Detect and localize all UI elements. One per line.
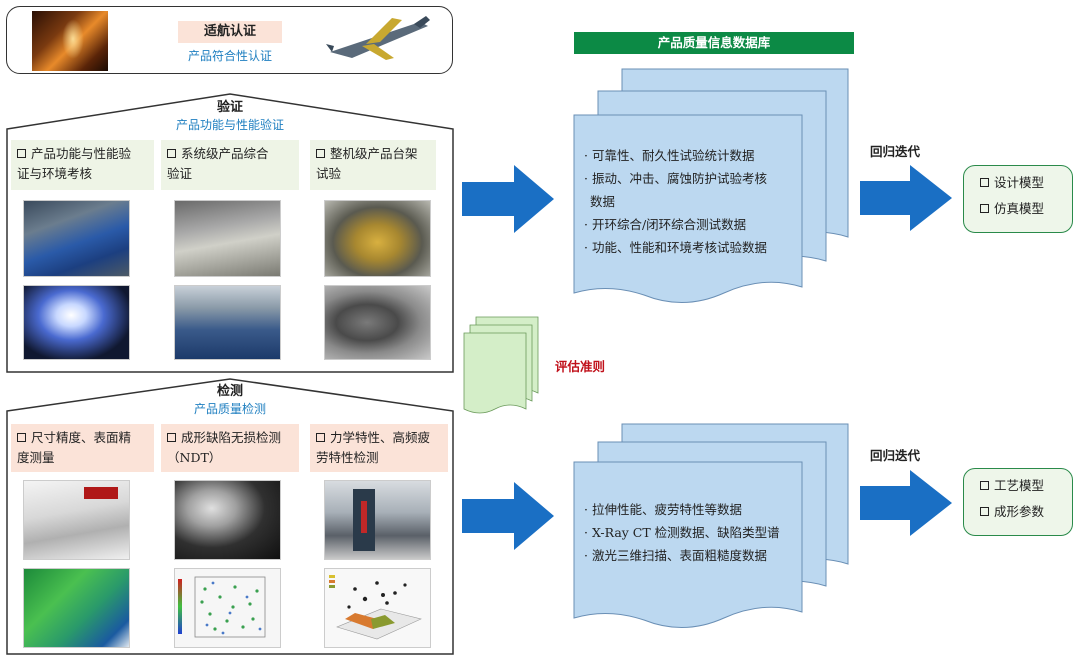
lower-data-list: · 拉伸性能、疲劳特性等数据 · X-Ray CT 检测数据、缺陷类型谱 · 激… <box>584 498 814 567</box>
upper-output-box: 设计模型 仿真模型 <box>963 165 1073 233</box>
inspection-to-db-arrow <box>462 482 554 550</box>
engine-test-photo <box>324 285 431 360</box>
output-forming-parameters: 成形参数 <box>980 499 1056 525</box>
aircraft-icon <box>326 16 430 60</box>
inspection-item-1: 尺寸精度、表面精 度测量 <box>11 424 154 472</box>
item-line2: 证与环境考核 <box>17 166 93 181</box>
lower-data-item: · X-Ray CT 检测数据、缺陷类型谱 <box>584 525 780 540</box>
certification-title: 适航认证 <box>178 21 282 43</box>
item-line2: 劳特性检测 <box>316 450 379 465</box>
checkbox-icon <box>17 149 26 158</box>
inspection-item-2: 成形缺陷无损检测 （NDT） <box>161 424 299 472</box>
upper-iteration-label: 回归迭代 <box>870 144 921 159</box>
ct-scanner-photo <box>174 480 281 560</box>
checkbox-icon <box>316 433 325 442</box>
system-test-photo <box>174 200 281 277</box>
upper-data-item: · 开环综合/闭环综合测试数据 <box>584 217 747 232</box>
checkbox-icon <box>980 178 989 187</box>
certification-subtitle: 产品符合性认证 <box>187 49 272 63</box>
verification-to-db-arrow <box>462 165 554 233</box>
output-label: 工艺模型 <box>994 478 1045 493</box>
lower-iteration-label: 回归迭代 <box>870 448 921 463</box>
checkbox-icon <box>980 507 989 516</box>
lower-data-item: · 激光三维扫描、表面粗糙度数据 <box>584 548 767 563</box>
system-rig-photo <box>174 285 281 360</box>
defect-distribution-image <box>174 568 281 648</box>
item-line1: 成形缺陷无损检测 <box>181 430 282 445</box>
3d-plot-image <box>324 568 431 648</box>
item-line1: 力学特性、高频疲 <box>330 430 431 445</box>
evaluation-criteria-label: 评估准则 <box>555 359 606 374</box>
upper-data-item: · 振动、冲击、腐蚀防护试验考核 <box>584 171 767 186</box>
upper-data-item: · 功能、性能和环境考核试验数据 <box>584 240 767 255</box>
upper-data-sheets <box>573 68 849 303</box>
item-line1: 产品功能与性能验 <box>31 146 132 161</box>
fatigue-tester-photo <box>324 480 431 560</box>
engine-bench-photo <box>324 200 431 277</box>
item-line2: （NDT） <box>167 450 222 465</box>
item-line1: 整机级产品台架 <box>330 146 418 161</box>
upper-data-list: · 可靠性、耐久性试验统计数据 · 振动、冲击、腐蚀防护试验考核 数据 · 开环… <box>584 144 809 259</box>
output-simulation-model: 仿真模型 <box>980 196 1056 222</box>
output-process-model: 工艺模型 <box>980 473 1056 499</box>
plasma-test-photo <box>23 285 130 360</box>
item-line2: 度测量 <box>17 450 55 465</box>
verification-item-1: 产品功能与性能验 证与环境考核 <box>11 140 154 190</box>
lower-data-item: · 拉伸性能、疲劳特性等数据 <box>584 502 742 517</box>
evaluation-pages-icon <box>463 316 539 414</box>
output-label: 成形参数 <box>994 504 1045 519</box>
checkbox-icon <box>17 433 26 442</box>
inspection-subtitle: 产品质量检测 <box>193 402 266 416</box>
verification-item-3: 整机级产品台架 试验 <box>310 140 436 190</box>
checkbox-icon <box>316 149 325 158</box>
upper-data-item: 数据 <box>590 194 616 209</box>
checkbox-icon <box>167 433 176 442</box>
verification-item-2: 系统级产品综合 验证 <box>161 140 299 190</box>
checkbox-icon <box>980 204 989 213</box>
vibration-test-photo <box>23 200 130 277</box>
upper-data-item: · 可靠性、耐久性试验统计数据 <box>584 148 755 163</box>
furnace-photo <box>32 11 108 71</box>
checkbox-icon <box>980 481 989 490</box>
output-label: 设计模型 <box>994 175 1045 190</box>
database-title: 产品质量信息数据库 <box>574 32 854 54</box>
lower-iteration-arrow <box>860 470 952 536</box>
output-design-model: 设计模型 <box>980 170 1056 196</box>
scan-result-image <box>23 568 130 648</box>
verification-subtitle: 产品功能与性能验证 <box>175 118 284 132</box>
verification-title: 验证 <box>216 100 243 115</box>
inspection-item-3: 力学特性、高频疲 劳特性检测 <box>310 424 448 472</box>
lower-data-sheets <box>573 423 849 628</box>
item-line2: 试验 <box>316 166 342 181</box>
output-label: 仿真模型 <box>994 201 1045 216</box>
item-line2: 验证 <box>167 166 193 181</box>
inspection-title: 检测 <box>216 384 243 399</box>
checkbox-icon <box>167 149 176 158</box>
item-line1: 尺寸精度、表面精 <box>31 430 132 445</box>
item-line1: 系统级产品综合 <box>181 146 269 161</box>
scanner-photo <box>23 480 130 560</box>
lower-output-box: 工艺模型 成形参数 <box>963 468 1073 536</box>
upper-iteration-arrow <box>860 165 952 231</box>
